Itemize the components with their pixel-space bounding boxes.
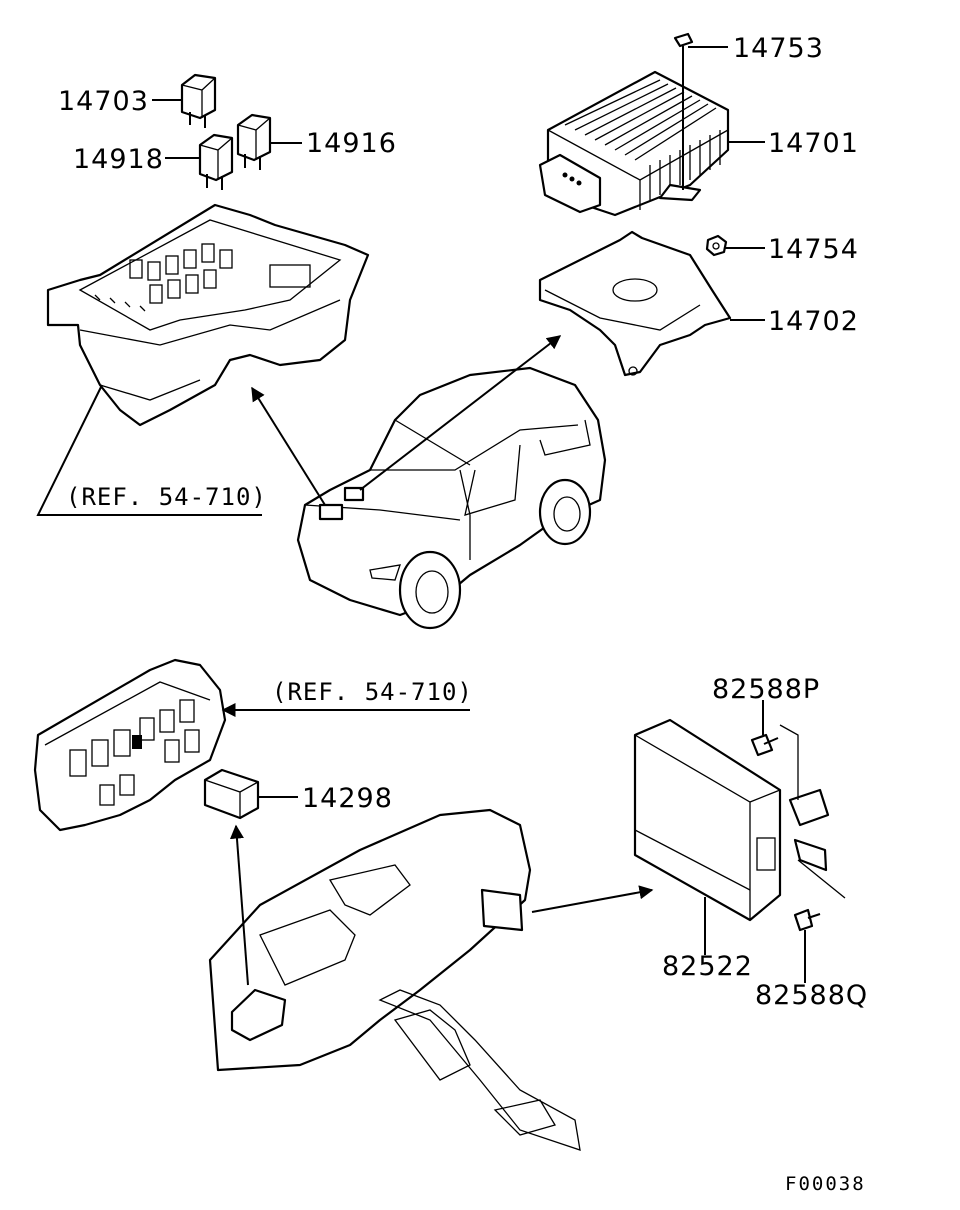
ref-lower: (REF. 54-710)	[272, 678, 473, 706]
dashboard-illustration	[208, 808, 581, 1151]
label-14702: 14702	[768, 306, 859, 337]
label-14701: 14701	[768, 128, 859, 159]
bolt-82588P	[750, 733, 779, 757]
relay-14918	[198, 133, 234, 190]
ref-leader-upper	[36, 384, 262, 516]
label-82588P: 82588P	[712, 674, 820, 705]
label-14753: 14753	[733, 33, 824, 64]
control-unit-82522	[633, 718, 782, 922]
figure-code: F00038	[785, 1173, 866, 1195]
label-14703: 14703	[58, 86, 149, 117]
ref-upper: (REF. 54-710)	[66, 483, 267, 511]
mounting-bracket-82522	[779, 724, 846, 899]
relay-14703	[180, 73, 217, 128]
label-82522: 82522	[662, 951, 753, 982]
nut-14754	[705, 234, 728, 257]
bolt-82588Q	[793, 908, 821, 932]
bolt-14753	[673, 32, 694, 190]
control-unit-14701	[538, 70, 730, 217]
vehicle-illustration	[296, 366, 607, 630]
relay-box-engine-compartment	[46, 203, 370, 427]
label-14754: 14754	[768, 234, 859, 265]
label-82588Q: 82588Q	[755, 980, 868, 1011]
label-14918: 14918	[73, 144, 164, 175]
label-14298: 14298	[302, 783, 393, 814]
relay-14916	[236, 113, 272, 170]
junction-block	[33, 658, 227, 832]
label-14916: 14916	[306, 128, 397, 159]
relay-14298	[203, 768, 260, 820]
bracket-14702	[538, 230, 732, 377]
